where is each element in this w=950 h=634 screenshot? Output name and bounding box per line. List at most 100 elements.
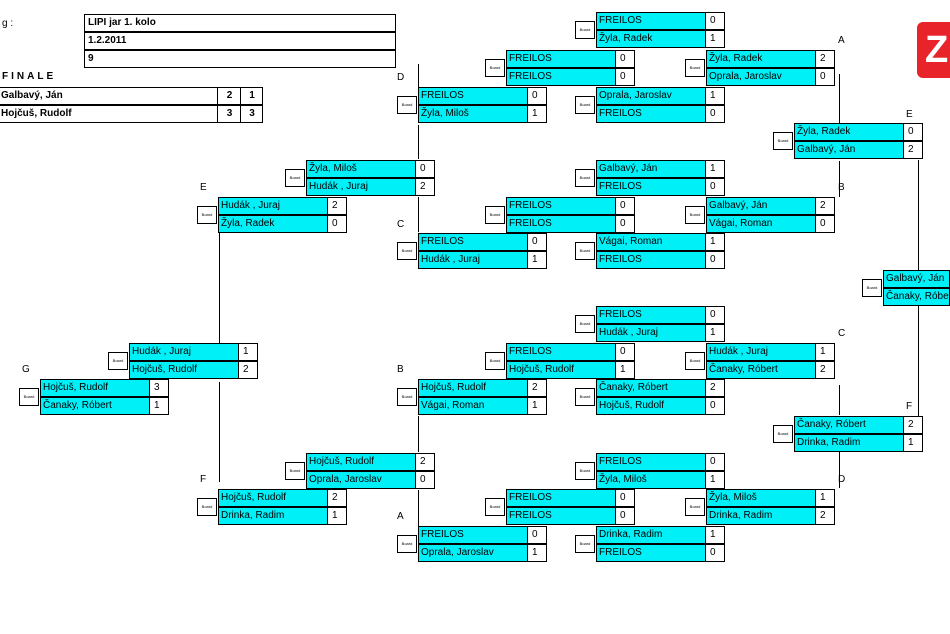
connector-line [918, 160, 919, 270]
player-cell: Vágai, Roman [418, 397, 528, 415]
player-cell: FREILOS [418, 233, 528, 251]
event-name: LIPI jar 1. kolo [84, 14, 396, 32]
connector-line [418, 197, 419, 232]
score-cell: 0 [706, 105, 725, 123]
match-box: Board FREILOS 0 Hojčuš, Rudolf 1 [485, 343, 635, 379]
match-box: Board Hojčuš, Rudolf 2 Drinka, Radim 1 [197, 489, 347, 525]
match-box: Board FREILOS 0 Žyla, Miloš 1 [575, 453, 725, 489]
finale-player: Hojčuš, Rudolf [1, 108, 72, 119]
board-tag: Board [773, 425, 793, 443]
player-cell: Žyla, Miloš [306, 160, 416, 178]
player-cell: Hudák , Juraj [218, 197, 328, 215]
score-cell: 2 [816, 197, 835, 215]
connector-line [418, 490, 419, 526]
player-cell: Hojčuš, Rudolf [218, 489, 328, 507]
score-cell: 2 [328, 197, 347, 215]
board-tag: Board [575, 462, 595, 480]
score-cell: 0 [706, 544, 725, 562]
score-cell: 0 [416, 160, 435, 178]
score-cell: 1 [706, 160, 725, 178]
match-box: Board FREILOS 0 FREILOS 0 [485, 197, 635, 233]
score-cell: 1 [706, 526, 725, 544]
score-cell: 1 [528, 397, 547, 415]
score-cell: 0 [528, 87, 547, 105]
board-tag: Board [108, 352, 128, 370]
score-cell: 1 [328, 507, 347, 525]
match-box: Board Galbavý, Ján Čanaky, Róbert [862, 270, 950, 306]
player-cell: Galbavý, Ján [706, 197, 816, 215]
score-cell: 0 [328, 215, 347, 233]
score-cell: 1 [528, 544, 547, 562]
score-cell: 1 [528, 251, 547, 269]
score-cell: 2 [328, 489, 347, 507]
board-tag: Board [685, 206, 705, 224]
board-tag: Board [575, 21, 595, 39]
board-tag: Board [685, 352, 705, 370]
score-cell: 1 [239, 343, 258, 361]
info-label: g : [2, 18, 14, 29]
player-cell: FREILOS [506, 68, 616, 86]
match-box: Board FREILOS 0 Hudák , Juraj 1 [397, 233, 547, 269]
score-cell: 0 [706, 12, 725, 30]
player-cell: Hojčuš, Rudolf [129, 361, 239, 379]
score-cell: 2 [239, 361, 258, 379]
board-tag: Board [575, 388, 595, 406]
score-cell: 1 [706, 233, 725, 251]
match-box: Board Žyla, Miloš 0 Hudák , Juraj 2 [285, 160, 435, 196]
bracket-label-b: B [838, 182, 845, 193]
connector-line [219, 232, 220, 345]
match-box: Board FREILOS 0 FREILOS 0 [485, 50, 635, 86]
player-cell: FREILOS [596, 12, 706, 30]
score-cell: 0 [528, 526, 547, 544]
score-cell: 2 [816, 507, 835, 525]
player-cell: Galbavý, Ján [596, 160, 706, 178]
player-cell: Čanaky, Róbert [40, 397, 150, 415]
bracket-label-d: D [397, 72, 405, 83]
player-cell: Oprala, Jaroslav [418, 544, 528, 562]
player-cell: FREILOS [506, 507, 616, 525]
player-cell: Galbavý, Ján [794, 141, 904, 159]
board-tag: Board [285, 169, 305, 187]
bracket-label-e: E [200, 182, 207, 193]
score-cell: 1 [706, 471, 725, 489]
board-tag: Board [685, 59, 705, 77]
score-cell: 1 [616, 361, 635, 379]
player-cell: Žyla, Miloš [596, 471, 706, 489]
player-cell: Čanaky, Róbert [706, 361, 816, 379]
bracket-label-c: C [397, 219, 405, 230]
score-cell: 1 [150, 397, 169, 415]
match-box: Board Žyla, Radek 0 Galbavý, Ján 2 [773, 123, 923, 159]
match-box: Board FREILOS 0 Hudák , Juraj 1 [575, 306, 725, 342]
score-cell: 2 [416, 178, 435, 196]
score-cell: 0 [416, 471, 435, 489]
finale-title: FINALE [2, 71, 57, 82]
player-cell: Žyla, Radek [596, 30, 706, 48]
connector-line [839, 74, 840, 124]
finale-player: Galbavý, Ján [1, 90, 63, 101]
match-box: Board Galbavý, Ján 1 FREILOS 0 [575, 160, 725, 196]
score-cell: 0 [816, 215, 835, 233]
score-cell: 0 [706, 251, 725, 269]
board-tag: Board [397, 388, 417, 406]
player-cell: Čanaky, Róbert [596, 379, 706, 397]
player-cell: FREILOS [506, 489, 616, 507]
bracket-label-g: G [22, 364, 30, 375]
finale-row: Hojčuš, Rudolf 3 3 [0, 105, 263, 123]
event-count: 9 [84, 50, 396, 68]
player-cell: Drinka, Radim [794, 434, 904, 452]
match-box: Board FREILOS 0 Žyla, Miloš 1 [397, 87, 547, 123]
player-cell: FREILOS [596, 251, 706, 269]
match-box: Board Hojčuš, Rudolf 3 Čanaky, Róbert 1 [19, 379, 169, 415]
player-cell: FREILOS [506, 215, 616, 233]
match-box: Board Žyla, Radek 2 Oprala, Jaroslav 0 [685, 50, 835, 86]
score-cell: 0 [616, 197, 635, 215]
board-tag: Board [397, 242, 417, 260]
board-tag: Board [397, 535, 417, 553]
board-tag: Board [575, 169, 595, 187]
bracket-label-a: A [838, 35, 845, 46]
score-cell: 0 [706, 397, 725, 415]
player-cell: Žyla, Radek [218, 215, 328, 233]
board-tag: Board [285, 462, 305, 480]
score-cell: 0 [616, 343, 635, 361]
score-cell: 0 [616, 507, 635, 525]
